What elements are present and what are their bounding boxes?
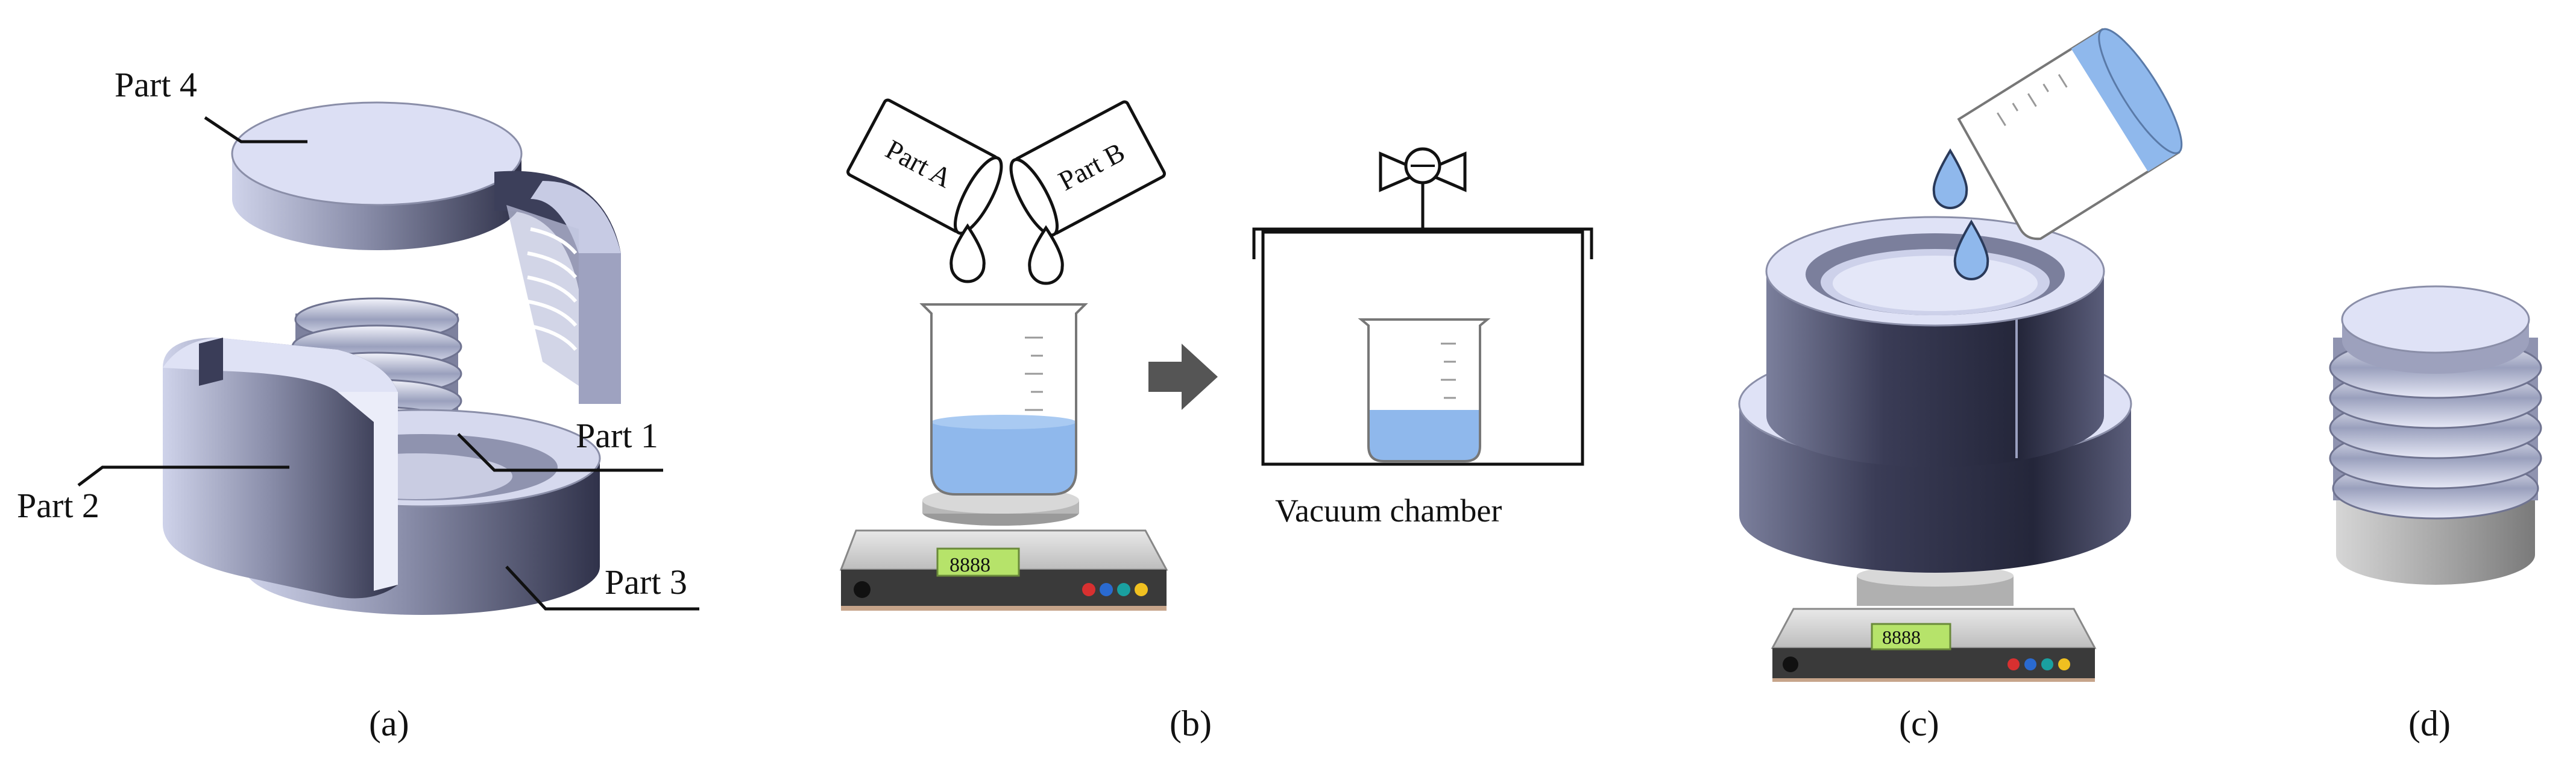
label-part2: Part 2 — [17, 486, 99, 525]
cured-specimen — [2329, 285, 2542, 585]
beaker — [919, 303, 1088, 496]
weighing-scale: 8888 — [839, 487, 1168, 611]
panel-d: (d) — [2329, 285, 2542, 743]
drop-icon — [949, 223, 986, 283]
shell-threads — [527, 227, 578, 351]
weighing-scale: 8888 — [1771, 565, 2097, 682]
panel-b: Part A Part B 8888 — [839, 98, 1593, 743]
label-part1: Part 1 — [576, 416, 658, 455]
scale-button — [1117, 583, 1130, 596]
scale-button — [1135, 583, 1148, 596]
part3-upper-shell — [494, 171, 621, 404]
caption-b: (b) — [1170, 704, 1212, 743]
chamber-beaker — [1358, 318, 1491, 462]
label-vacuum-chamber: Vacuum chamber — [1275, 493, 1502, 529]
scale-display — [1871, 623, 1951, 650]
leader-lines-a — [77, 116, 699, 611]
assembled-mold — [1738, 216, 2132, 573]
panel-c: 8888 — [1738, 28, 2183, 743]
process-arrow — [1148, 344, 1218, 410]
label-part3: Part 3 — [605, 562, 687, 602]
caption-c: (c) — [1899, 704, 1939, 743]
part-a-cup: Part A — [846, 98, 1003, 235]
caption-a: (a) — [369, 704, 409, 743]
drop-icon — [1932, 148, 1968, 209]
scale-button — [2041, 658, 2053, 670]
scale-button — [2024, 658, 2036, 670]
scale-button — [1082, 583, 1095, 596]
label-part4: Part 4 — [115, 65, 197, 104]
scale-readout: 8888 — [1882, 626, 1921, 648]
scale-readout: 8888 — [949, 554, 990, 576]
part4-lid — [231, 101, 523, 250]
valve-icon — [1379, 147, 1467, 199]
scale-button — [2008, 658, 2020, 670]
part2-half-shell — [163, 338, 398, 599]
part-b-cup: Part B — [1009, 100, 1166, 237]
scale-button — [1100, 583, 1113, 596]
panel-a: Part 4 Part 2 Part 1 Part 3 (a) — [17, 65, 699, 743]
caption-d: (d) — [2408, 704, 2451, 743]
scale-display — [936, 547, 1020, 577]
drop-icon — [1953, 219, 1989, 280]
vacuum-chamber: Vacuum chamber — [1252, 147, 1593, 529]
drop-icon — [1028, 225, 1064, 285]
pouring-beaker — [1957, 28, 2183, 241]
scale-button — [2058, 658, 2070, 670]
